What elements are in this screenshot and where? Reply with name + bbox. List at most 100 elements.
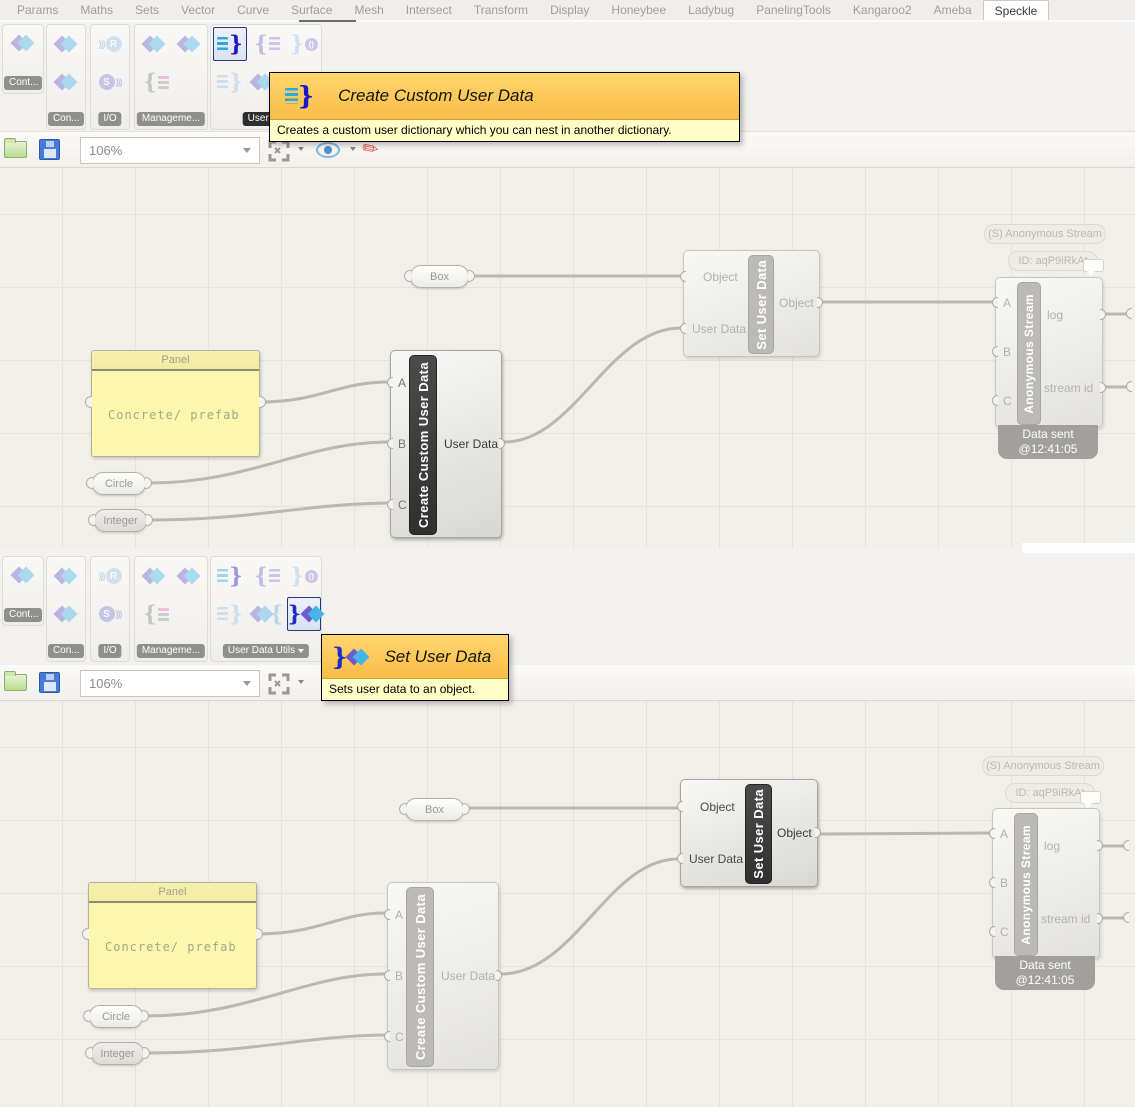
integer-param-node[interactable]: Integer <box>85 1042 150 1065</box>
input-nub[interactable] <box>384 1031 390 1042</box>
input-nub[interactable] <box>88 513 95 526</box>
group-label-io[interactable]: I/O <box>98 112 122 126</box>
sender-icon[interactable]: S))) <box>93 65 127 99</box>
circle-param-node[interactable]: Circle <box>86 472 152 495</box>
tab-ameba[interactable]: Ameba <box>933 3 972 17</box>
port-output-userdata[interactable]: User Data <box>444 437 499 451</box>
tab-mesh[interactable]: Mesh <box>354 3 384 17</box>
group-label-containers[interactable]: Cont... <box>4 608 42 622</box>
save-file-icon[interactable] <box>39 139 60 160</box>
output-nub[interactable] <box>817 297 823 308</box>
output-nub[interactable] <box>499 438 505 449</box>
zoom-level-dropdown[interactable]: 106% <box>80 137 260 164</box>
input-nub[interactable] <box>387 377 393 388</box>
input-nub[interactable] <box>989 877 995 888</box>
anonymous-stream-node[interactable]: Anonymous Stream A B C log stream id <box>992 277 1106 428</box>
input-nub[interactable] <box>83 1009 90 1022</box>
tab-panelingtools[interactable]: PanelingTools <box>756 3 831 17</box>
set-user-data-node[interactable]: Set User Data Object User Data Object <box>680 250 823 357</box>
input-nub[interactable] <box>677 853 683 864</box>
save-file-icon[interactable] <box>39 672 60 693</box>
component-name-tab[interactable]: Set User Data <box>745 784 772 884</box>
port-input-user-data[interactable]: User Data <box>692 322 747 336</box>
input-nub[interactable] <box>680 271 686 282</box>
set-user-data-node[interactable]: Set User Data Object User Data Object <box>677 779 821 887</box>
box-param-node[interactable]: Box <box>404 265 475 288</box>
explode-user-data-icon[interactable]: }() <box>287 559 321 593</box>
port-input-b[interactable]: B <box>398 437 407 451</box>
component-name-tab[interactable]: Anonymous Stream <box>1014 813 1038 956</box>
balloon-icon[interactable] <box>1083 259 1104 276</box>
tab-sets[interactable]: Sets <box>135 3 160 17</box>
group-label-connectors[interactable]: Con... <box>47 644 85 658</box>
input-nub[interactable] <box>86 476 93 489</box>
group-label-management[interactable]: Manageme... <box>136 644 206 658</box>
component-name-tab[interactable]: Create Custom User Data <box>406 887 434 1067</box>
output-nub[interactable] <box>1097 913 1103 924</box>
output-nub[interactable] <box>1100 382 1106 393</box>
input-nub[interactable] <box>989 926 995 937</box>
container-cube-icon[interactable] <box>6 26 40 60</box>
port-output-object[interactable]: Object <box>777 826 812 840</box>
user-data-list-icon[interactable]: } <box>213 65 247 99</box>
connector-cube-icon[interactable] <box>49 559 83 593</box>
canvas-top[interactable]: Box Panel Concrete/ prefab Circle Intege… <box>0 168 1135 548</box>
port-input-c[interactable]: C <box>398 498 407 512</box>
port-output-log[interactable]: log <box>1044 839 1061 853</box>
management-cube-icon[interactable] <box>172 27 206 61</box>
panel-content[interactable]: Concrete/ prefab <box>105 939 237 954</box>
stream-name-tag[interactable]: (S) Anonymous Stream <box>984 224 1106 244</box>
component-name-tab[interactable]: Set User Data <box>748 255 774 354</box>
input-nub[interactable] <box>387 499 393 510</box>
input-nub[interactable] <box>82 928 89 940</box>
tab-curve[interactable]: Curve <box>237 3 270 17</box>
balloon-icon[interactable] <box>1080 791 1101 808</box>
dictionary-list-icon[interactable]: { <box>139 65 173 99</box>
explode-user-data-icon[interactable]: }() <box>287 27 321 61</box>
input-nub[interactable] <box>992 297 998 308</box>
group-label-containers[interactable]: Cont... <box>4 76 42 90</box>
integer-param-node[interactable]: Integer <box>88 509 153 532</box>
input-nub[interactable] <box>404 269 411 282</box>
port-input-b[interactable]: B <box>395 969 404 983</box>
connector-cube-icon[interactable] <box>49 597 83 631</box>
get-user-data-icon[interactable]: { <box>249 597 284 631</box>
input-nub[interactable] <box>85 1046 92 1059</box>
management-cube-icon[interactable] <box>172 559 206 593</box>
output-nub[interactable] <box>145 476 152 489</box>
group-label-connectors[interactable]: Con... <box>47 112 85 126</box>
container-cube-icon[interactable] <box>6 558 40 592</box>
port-input-a[interactable]: A <box>1000 827 1009 841</box>
create-custom-user-data-icon[interactable]: } <box>213 559 247 593</box>
port-input-a[interactable]: A <box>395 908 404 922</box>
panel-content[interactable]: Concrete/ prefab <box>108 407 240 422</box>
tab-ladybug[interactable]: Ladybug <box>688 3 735 17</box>
port-input-object[interactable]: Object <box>703 270 738 284</box>
output-nub[interactable] <box>146 513 153 526</box>
anonymous-stream-node[interactable]: Anonymous Stream A B C log stream id <box>989 808 1103 959</box>
zoom-extents-icon[interactable] <box>267 139 291 163</box>
box-param-node[interactable]: Box <box>399 798 470 821</box>
output-nub[interactable] <box>1100 309 1106 320</box>
dictionary-in-icon[interactable]: { <box>250 559 284 593</box>
management-cube-icon[interactable] <box>137 27 171 61</box>
port-input-b[interactable]: B <box>1003 345 1012 359</box>
port-input-a[interactable]: A <box>398 376 407 390</box>
port-input-c[interactable]: C <box>1000 925 1009 939</box>
management-cube-icon[interactable] <box>137 559 171 593</box>
preview-eye-icon[interactable] <box>316 142 340 158</box>
create-custom-user-data-node[interactable]: Create Custom User Data A B C User Data <box>384 882 502 1070</box>
output-nub[interactable] <box>463 802 470 815</box>
zoom-options-arrow[interactable] <box>298 680 304 684</box>
stream-name-tag[interactable]: (S) Anonymous Stream <box>982 756 1104 776</box>
port-output-object[interactable]: Object <box>779 296 814 310</box>
input-nub[interactable] <box>399 802 406 815</box>
connector-cube-icon[interactable] <box>49 65 83 99</box>
input-nub[interactable] <box>677 801 683 812</box>
component-name-tab[interactable]: Create Custom User Data <box>409 355 437 535</box>
tab-honeybee[interactable]: Honeybee <box>611 3 667 17</box>
preview-options-arrow[interactable] <box>350 147 356 151</box>
dictionary-in-icon[interactable]: { <box>250 27 284 61</box>
open-file-icon[interactable] <box>4 138 27 158</box>
input-nub[interactable] <box>387 438 393 449</box>
